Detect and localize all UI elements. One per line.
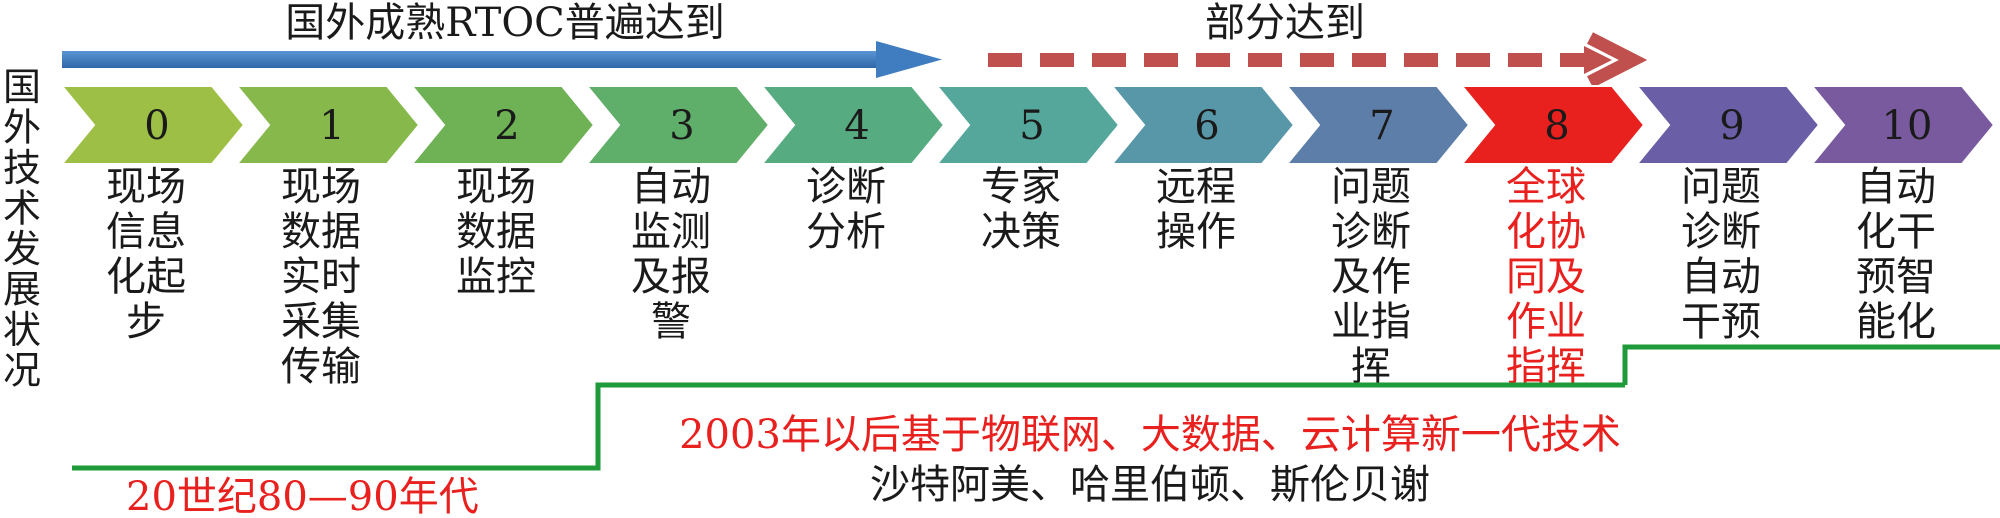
stage-desc-1: 现场数据实时采集传输 (281, 164, 361, 390)
stage-chevron-6 (1109, 85, 1296, 165)
stage-desc-4: 诊断分析 (806, 164, 886, 255)
stage-chevron-3 (584, 85, 771, 165)
era-2003-label: 2003年以后基于物联网、大数据、云计算新一代技术 (679, 412, 1621, 458)
stage-descriptions: 现场信息化起步 现场数据实时采集传输 现场数据监控 自动监测及报警 诊断分析 专家决策 远程… (106, 164, 1936, 390)
stage-desc-5: 专家决策 (981, 164, 1061, 255)
stage-number-5: 5 (1019, 103, 1044, 149)
stage-number-8: 8 (1544, 103, 1569, 149)
stage-desc-0: 现场信息化起步 (106, 164, 186, 345)
stage-chevron-0 (59, 85, 246, 165)
stage-number-6: 6 (1194, 103, 1219, 149)
stage-chevron-5 (934, 85, 1121, 165)
stage-chevron-10 (1809, 85, 1996, 165)
stage-chevron-2 (409, 85, 596, 165)
stage-desc-9: 问题诊断自动干预 (1681, 164, 1761, 345)
stage-chevrons: 0 1 2 3 4 5 6 7 8 9 10 (59, 85, 1996, 165)
stage-number-9: 9 (1719, 103, 1744, 149)
stage-chevron-4 (759, 85, 946, 165)
side-title-text: 国外技术发展状况 (3, 65, 41, 393)
dashed-arrow-label: 部分达到 (1205, 0, 1365, 46)
stage-number-7: 7 (1369, 103, 1394, 149)
solid-arrow-label: 国外成熟RTOC普遍达到 (285, 0, 725, 46)
era-line-1980s (72, 382, 1625, 471)
stage-desc-8: 全球化协同及作业指挥 (1506, 164, 1586, 390)
stage-number-1: 1 (319, 103, 344, 149)
stage-number-4: 4 (844, 103, 869, 149)
solid-arrow-mature (62, 41, 942, 78)
stage-number-2: 2 (494, 103, 519, 149)
dashed-arrow-partial (988, 32, 1648, 88)
era-1980s-label: 20世纪80—90年代 (126, 474, 479, 518)
side-title: 国外技术发展状况 (3, 65, 41, 393)
stage-chevron-8 (1459, 85, 1646, 165)
stage-desc-10: 自动化干预智能化 (1856, 164, 1936, 345)
stage-desc-6: 远程操作 (1156, 164, 1236, 255)
stage-chevron-7 (1284, 85, 1471, 165)
era-line-2003 (1622, 344, 2000, 385)
stage-desc-2: 现场数据监控 (456, 164, 536, 300)
stage-desc-7: 问题诊断及作业指挥 (1331, 164, 1411, 390)
stage-chevron-9 (1634, 85, 1821, 165)
companies-label: 沙特阿美、哈里伯顿、斯伦贝谢 (870, 462, 1430, 508)
stage-chevron-1 (234, 85, 421, 165)
stage-number-3: 3 (669, 103, 694, 149)
stage-number-10: 10 (1882, 103, 1933, 149)
stage-number-0: 0 (144, 103, 169, 149)
stage-desc-3: 自动监测及报警 (631, 164, 711, 345)
